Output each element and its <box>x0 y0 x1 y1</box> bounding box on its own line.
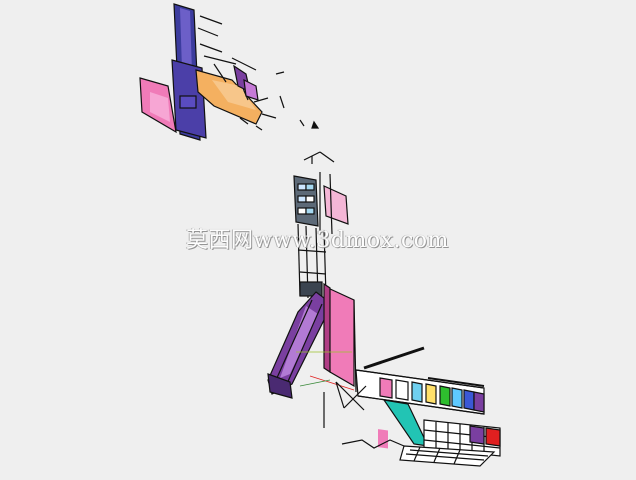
lower-tower-assembly <box>267 151 501 467</box>
upper-tower-assembly <box>139 3 320 141</box>
teal-support <box>382 399 430 447</box>
pink-transfer-panel <box>327 287 355 388</box>
